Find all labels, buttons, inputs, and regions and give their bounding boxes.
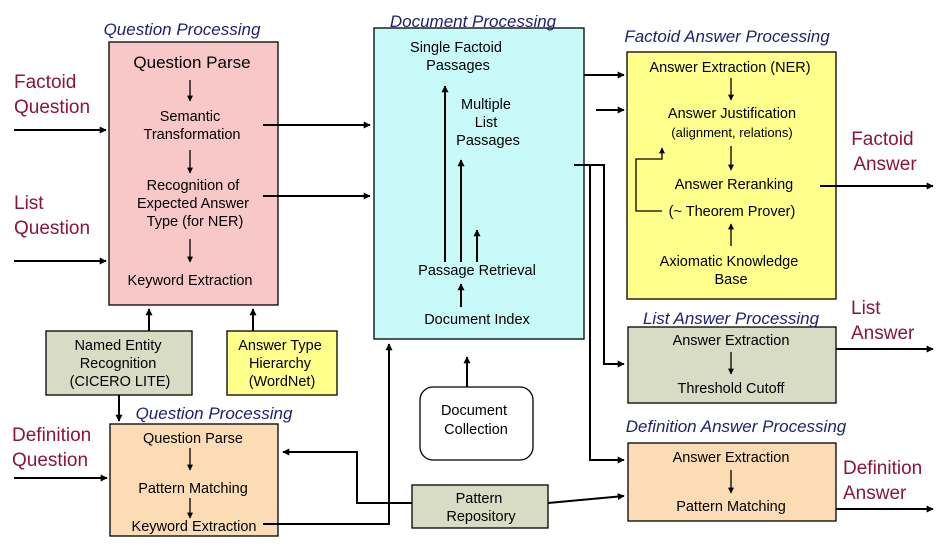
pattern-repository-label: Pattern Repository [446,491,516,525]
passage-retrieval: Passage Retrieval [418,263,536,279]
question-processing-title: Question Processing [104,20,261,39]
multiple-list-passages: Multiple List Passages [456,97,520,149]
threshold-cutoff-step: Threshold Cutoff [678,381,786,397]
definition-question-processing-title: Question Processing [136,404,293,423]
definition-answer-processing-title: Definition Answer Processing [626,417,847,436]
answer-justification-step: Answer Justification [668,106,796,122]
connectors [14,71,934,525]
question-processing-box [108,41,279,306]
answer-justification-note: (alignment, relations) [671,125,792,140]
ner-resource-box [45,330,193,396]
document-processing-box [373,27,585,340]
list-answer-extraction-step: Answer Extraction [673,333,790,349]
def-pattern-matching-step: Pattern Matching [138,481,248,497]
document-index: Document Index [424,312,530,328]
factoid-answer-label: Factoid Answer [851,129,919,175]
document-processing-title: Document Processing [390,12,557,31]
def-question-parse-step: Question Parse [143,431,243,447]
answer-reranking-step: Answer Reranking [675,177,793,193]
list-question-label: List Question [14,193,90,239]
answer-type-hierarchy-label: Answer Type Hierarchy (WordNet) [238,338,326,390]
ner-resource-label: Named Entity Recognition (CICERO LITE) [70,338,171,390]
single-factoid-passages: Single Factoid Passages [410,40,506,74]
semantic-transformation-step: Semantic Transformation [144,109,241,143]
factoid-question-label: Factoid Question [14,72,90,118]
definition-question-label: Definition Question [12,425,97,471]
keyword-extraction-step: Keyword Extraction [128,273,253,289]
definition-question-processing-box [109,423,279,537]
definition-answer-label: Definition Answer [843,458,928,504]
theorem-prover-step: (~ Theorem Prover) [669,204,796,220]
list-answer-processing-title: List Answer Processing [643,309,820,328]
document-collection-box [419,386,534,461]
def-keyword-extraction-step: Keyword Extraction [132,519,257,535]
factoid-answer-processing-title: Factoid Answer Processing [624,27,830,46]
def-answer-pattern-matching-step: Pattern Matching [676,499,786,515]
answer-extraction-ner-step: Answer Extraction (NER) [649,60,810,76]
axiomatic-knowledge-base: Axiomatic Knowledge Base [660,254,803,288]
definition-answer-processing-box [627,442,837,522]
list-answer-processing-box [627,326,837,404]
def-answer-extraction-step: Answer Extraction [673,450,790,466]
list-answer-label: List Answer [851,298,915,344]
question-parse-step: Question Parse [133,53,250,72]
pattern-repository-box [411,484,549,529]
answer-type-recognition-step: Recognition of Expected Answer Type (for… [137,178,253,230]
answer-type-hierarchy-box [226,330,338,396]
document-collection-label: Document Collection [441,403,511,438]
